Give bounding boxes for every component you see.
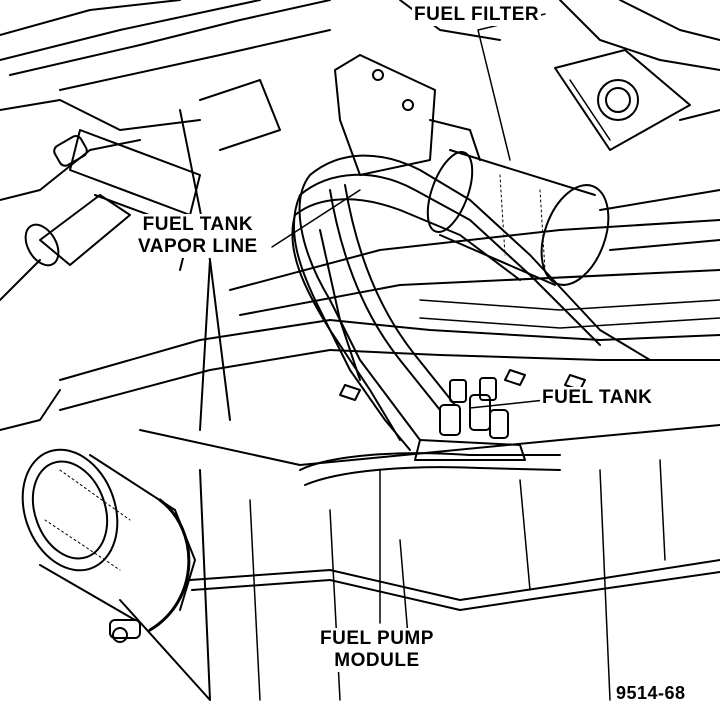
label-fuel-tank-vapor-line-2: VAPOR LINE (138, 236, 258, 257)
filler-neck (21, 448, 196, 643)
label-fuel-pump-module-1: FUEL PUMP (320, 628, 434, 649)
leader-lines (271, 13, 546, 624)
label-fuel-tank: FUEL TANK (540, 387, 655, 409)
fuel-filter (334, 54, 610, 286)
leader-fuel-tank-vapor-line (271, 189, 361, 248)
leader-fuel-tank (469, 399, 546, 409)
fuel-lines (291, 154, 651, 451)
label-fuel-tank-vapor-line: FUEL TANK VAPOR LINE (136, 214, 260, 258)
figure-number: 9514-68 (614, 682, 688, 704)
leader-fuel-filter (477, 13, 546, 161)
vehicle-underbody (0, 0, 720, 431)
label-fuel-tank-vapor-line-1: FUEL TANK (142, 214, 254, 235)
label-fuel-filter: FUEL FILTER (412, 4, 542, 26)
fuel-pump-module-top (299, 369, 586, 486)
crossmember-tubes (59, 219, 720, 411)
label-fuel-pump-module: FUEL PUMP MODULE (318, 628, 436, 672)
label-fuel-pump-module-2: MODULE (334, 650, 420, 671)
